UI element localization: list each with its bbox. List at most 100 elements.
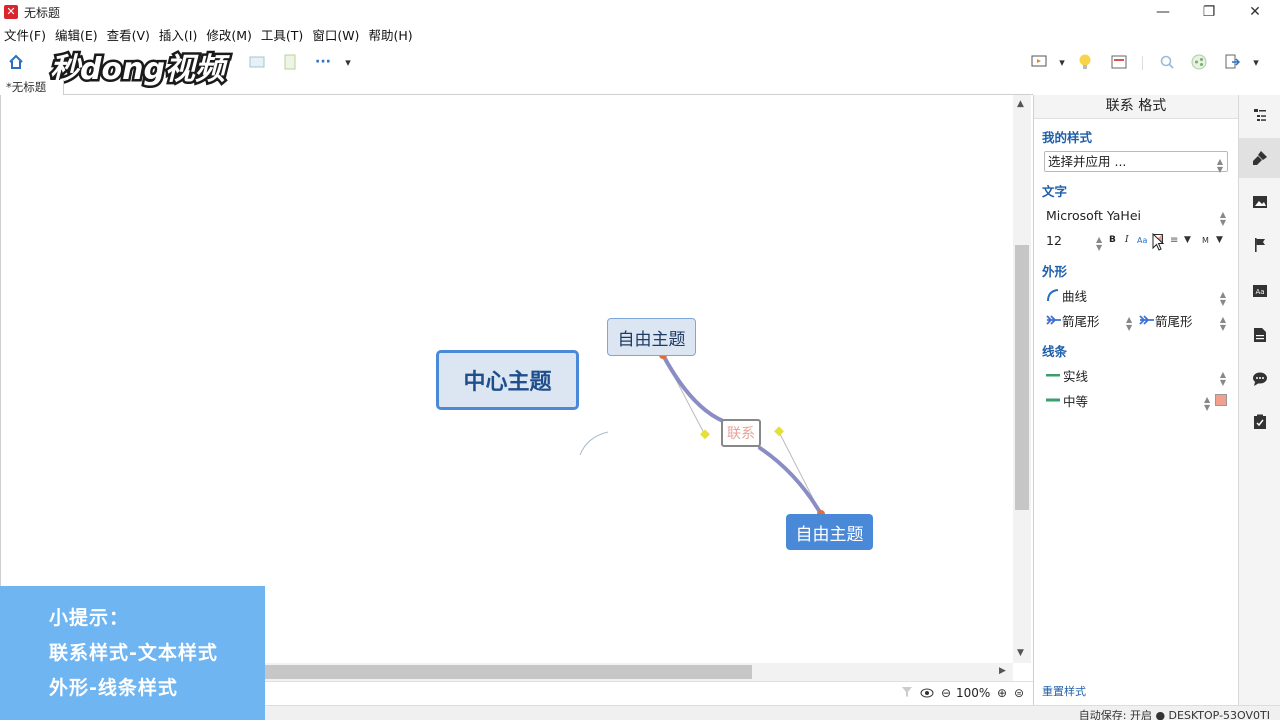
curve-icon xyxy=(1047,289,1059,302)
menu-edit[interactable]: 编辑(E) xyxy=(54,27,98,43)
size-spinner-icon[interactable]: ▲▼ xyxy=(1096,235,1103,252)
central-topic[interactable]: 中心主题 xyxy=(436,350,579,410)
idea-bulb-icon[interactable] xyxy=(1076,53,1094,71)
bottom-status-bar: 自动保存: 开启 ● DESKTOP-53OV0TI xyxy=(0,705,1280,720)
arrow-start-spinner-icon[interactable]: ▲▼ xyxy=(1126,315,1133,332)
format-brush-icon[interactable] xyxy=(1239,138,1280,178)
mouse-cursor-icon xyxy=(1152,233,1165,251)
arrow-end-spinner-icon[interactable]: ▲▼ xyxy=(1219,315,1226,332)
scroll-down-icon[interactable]: ▼ xyxy=(1017,648,1024,658)
relationship-line-upper[interactable] xyxy=(661,353,725,423)
export-dropdown-icon[interactable]: ▾ xyxy=(1253,55,1259,69)
autosave-status: 自动保存: 开启 ● DESKTOP-53OV0TI xyxy=(1078,709,1270,720)
scroll-up-icon[interactable]: ▲ xyxy=(1017,99,1024,109)
control-point-2[interactable] xyxy=(774,426,784,437)
font-family-select[interactable]: Microsoft YaHei ▲▼ xyxy=(1046,205,1230,227)
align-dropdown-icon[interactable]: ▼ xyxy=(1184,235,1191,245)
home-icon[interactable] xyxy=(7,53,25,71)
search-icon[interactable] xyxy=(1158,53,1176,71)
minimize-button[interactable]: — xyxy=(1156,4,1170,20)
filter-icon[interactable] xyxy=(901,686,913,701)
horizontal-scrollbar[interactable]: ▶ xyxy=(265,663,1013,681)
menu-tools[interactable]: 工具(T) xyxy=(260,27,304,43)
italic-button[interactable]: I xyxy=(1125,235,1129,245)
format-panel: 联系 格式 我的样式 选择并应用 ... ▲▼ 文字 Microsoft YaH… xyxy=(1033,95,1238,705)
line-width-icon xyxy=(1046,398,1060,402)
text-style-icon[interactable]: Aa xyxy=(1239,271,1280,311)
share-icon[interactable] xyxy=(1190,53,1208,71)
svg-text:Aa: Aa xyxy=(1255,288,1264,296)
fit-map-icon[interactable]: ⊜ xyxy=(1014,686,1025,700)
more-dropdown-icon[interactable]: ▾ xyxy=(345,55,351,69)
bold-button[interactable]: B xyxy=(1109,235,1116,245)
font-weight-button[interactable]: M xyxy=(1202,235,1209,245)
marker-flag-icon[interactable] xyxy=(1239,225,1280,265)
image-icon[interactable] xyxy=(1239,182,1280,222)
vertical-scroll-thumb[interactable] xyxy=(1015,245,1029,510)
eye-icon[interactable] xyxy=(920,687,934,701)
shape-section-title: 外形 xyxy=(1042,264,1068,279)
menu-file[interactable]: 文件(F) xyxy=(4,27,46,43)
outline-view-icon[interactable] xyxy=(1110,53,1128,71)
task-clipboard-icon[interactable] xyxy=(1239,402,1280,442)
line-style-select[interactable]: 实线 ▲▼ xyxy=(1046,365,1230,387)
zoom-in-icon[interactable]: ⊕ xyxy=(997,686,1008,700)
menu-window[interactable]: 窗口(W) xyxy=(312,27,360,43)
more-button[interactable]: ··· xyxy=(315,54,331,70)
text-case-button[interactable]: Aa xyxy=(1137,235,1148,245)
style-select[interactable]: 选择并应用 ... ▲▼ xyxy=(1044,151,1228,174)
line-width-select[interactable]: 中等 ▲▼ xyxy=(1046,390,1230,412)
outline-icon[interactable] xyxy=(1239,95,1280,135)
comments-icon[interactable] xyxy=(1239,359,1280,399)
close-button[interactable]: ✕ xyxy=(1249,4,1261,20)
topic-icon[interactable] xyxy=(248,53,266,71)
vertical-scrollbar[interactable]: ▲ ▼ xyxy=(1013,95,1031,663)
free-topic-2[interactable]: 自由主题 xyxy=(786,514,873,550)
arrow-start-icon[interactable] xyxy=(1046,315,1062,325)
font-format-row: 12 ▲▼ B I Aa ≡ ▼ M ▼ xyxy=(1046,230,1230,252)
line-width-spinner-icon[interactable]: ▲▼ xyxy=(1204,395,1211,412)
line-shape-select[interactable]: 曲线 ▲▼ xyxy=(1046,285,1230,307)
zoom-out-icon[interactable]: ⊖ xyxy=(941,686,952,700)
scroll-right-icon[interactable]: ▶ xyxy=(999,666,1006,676)
toolbar-separator xyxy=(1142,56,1143,70)
solid-line-icon xyxy=(1046,374,1060,377)
line-width-value: 中等 xyxy=(1063,393,1089,409)
line-color-swatch[interactable] xyxy=(1215,394,1227,406)
right-sidebar: Aa xyxy=(1238,95,1280,705)
relationship-label[interactable]: 联系 xyxy=(721,419,761,447)
status-bar: ⊖ 100% ⊕ ⊜ xyxy=(265,681,1033,705)
presentation-icon[interactable] xyxy=(1030,53,1048,71)
arrow-start-value[interactable]: 箭尾形 xyxy=(1062,313,1100,329)
menu-insert[interactable]: 插入(I) xyxy=(158,27,198,43)
relationship-layer xyxy=(579,351,825,518)
arrow-end-value[interactable]: 箭尾形 xyxy=(1155,313,1193,329)
tab-untitled[interactable]: *无标题 xyxy=(0,80,64,95)
font-size-value[interactable]: 12 xyxy=(1046,232,1062,248)
presentation-dropdown-icon[interactable]: ▾ xyxy=(1059,55,1065,69)
notes-icon[interactable] xyxy=(1239,315,1280,355)
line-style-value: 实线 xyxy=(1063,368,1089,384)
menu-help[interactable]: 帮助(H) xyxy=(368,27,413,43)
tip-line-shape-style: 外形-线条样式 xyxy=(49,677,178,699)
arrow-end-icon[interactable] xyxy=(1139,315,1155,325)
zoom-level: 100% xyxy=(956,686,991,700)
text-section-title: 文字 xyxy=(1042,184,1068,199)
line-style-spinner-icon: ▲▼ xyxy=(1219,370,1226,387)
align-icon[interactable]: ≡ xyxy=(1170,234,1179,246)
style-select-value: 选择并应用 ... xyxy=(1048,154,1127,169)
tip-line-relationship-style: 联系样式-文本样式 xyxy=(49,642,218,664)
weight-dropdown-icon[interactable]: ▼ xyxy=(1216,235,1223,245)
free-topic-1[interactable]: 自由主题 xyxy=(607,318,696,356)
export-icon[interactable] xyxy=(1223,53,1241,71)
tip-title: 小提示： xyxy=(49,607,130,629)
relationship-line-lower[interactable] xyxy=(758,446,823,516)
menu-view[interactable]: 查看(V) xyxy=(106,27,150,43)
maximize-button[interactable]: ❐ xyxy=(1202,4,1216,20)
horizontal-scroll-thumb[interactable] xyxy=(265,665,752,679)
summary-icon[interactable] xyxy=(281,53,299,71)
reset-style-link[interactable]: 重置样式 xyxy=(1042,685,1086,698)
control-point-1[interactable] xyxy=(700,429,710,440)
menu-modify[interactable]: 修改(M) xyxy=(206,27,252,43)
shape-spinner-icon: ▲▼ xyxy=(1219,290,1226,307)
